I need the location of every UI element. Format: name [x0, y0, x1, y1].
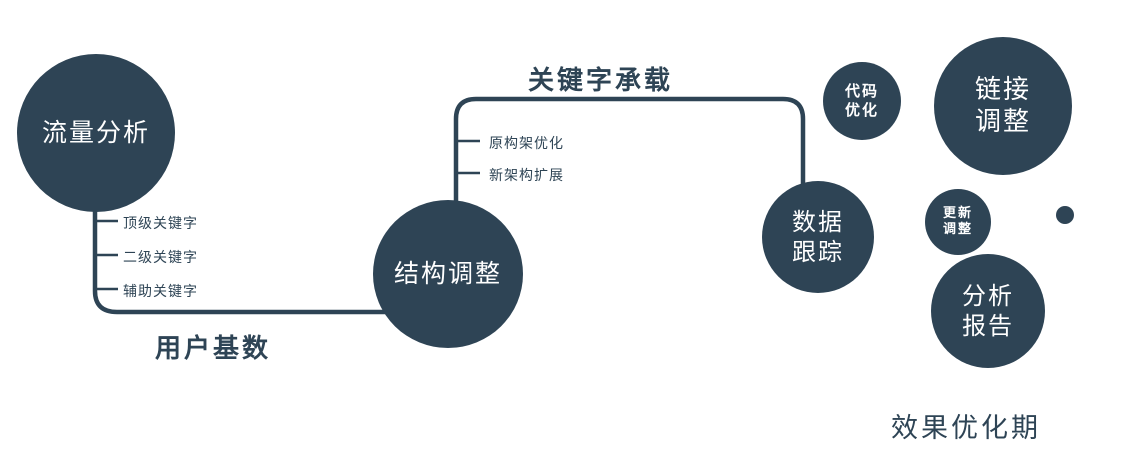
node-label-line: 优化 — [844, 101, 879, 119]
edge-structure-to-tracking — [453, 96, 806, 210]
node-label-line: 更新 — [942, 205, 973, 221]
node-update-adjustment: 更新 调整 — [925, 189, 991, 255]
node-data-tracking: 数据 跟踪 — [762, 181, 874, 293]
node-label: 流量分析 — [41, 118, 150, 148]
dot-marker — [1056, 206, 1074, 224]
node-label-line: 分析 — [962, 282, 1014, 310]
branch-label-secondary-keywords: 二级关键字 — [123, 250, 198, 266]
edge-label-user-base: 用户基数 — [155, 334, 272, 364]
node-code-optimization: 代码 优化 — [823, 62, 901, 140]
branch-label-auxiliary-keywords: 辅助关键字 — [123, 284, 198, 300]
node-link-adjustment: 链接 调整 — [934, 37, 1072, 175]
node-structure-adjustment: 结构调整 — [373, 200, 523, 348]
edge-traffic-to-structure — [92, 200, 392, 315]
edge-label-keyword-bearing: 关键字承载 — [528, 66, 674, 96]
node-label-line: 报告 — [962, 312, 1014, 340]
branch-label-new-architecture: 新架构扩展 — [489, 168, 564, 184]
branch-label-top-keywords: 顶级关键字 — [123, 216, 198, 232]
phase-label-effect-optimization: 效果优化期 — [891, 413, 1041, 444]
node-label-line: 链接 — [974, 74, 1031, 105]
node-label-line: 数据 — [792, 208, 844, 236]
node-label-line: 代码 — [844, 82, 879, 101]
node-label-line: 跟踪 — [792, 238, 844, 266]
node-label: 结构调整 — [393, 259, 502, 289]
node-traffic-analysis: 流量分析 — [17, 54, 175, 212]
node-label-line: 调整 — [942, 222, 973, 237]
node-analysis-report: 分析 报告 — [931, 254, 1045, 368]
node-label-line: 调整 — [974, 107, 1031, 137]
branch-label-original-architecture: 原构架优化 — [489, 136, 564, 152]
